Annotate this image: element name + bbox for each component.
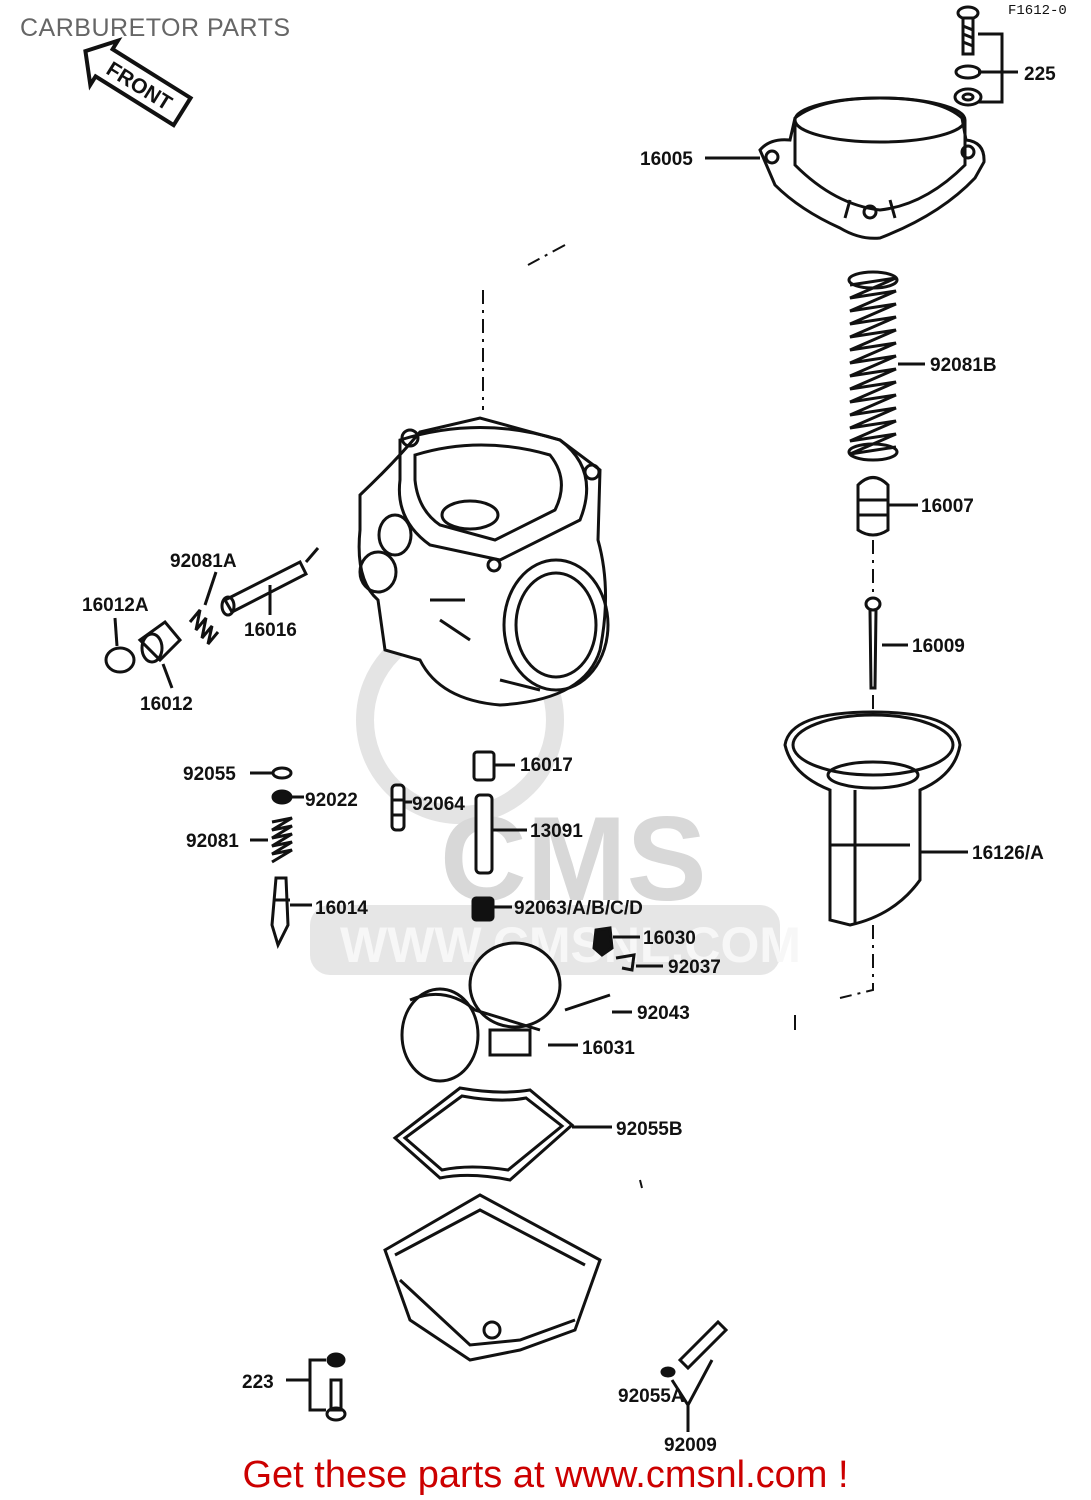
pilot-jet-icon	[390, 783, 406, 832]
top-cover-icon	[758, 96, 986, 240]
needle-jet-icon	[471, 750, 496, 922]
float-valve-icon	[592, 926, 614, 957]
carburetor-body-icon	[357, 416, 610, 707]
label-92064: 92064	[412, 794, 465, 815]
label-92043: 92043	[637, 1003, 690, 1024]
float-icon	[400, 941, 611, 1083]
label-92081: 92081	[186, 831, 239, 852]
label-92055: 92055	[183, 764, 236, 785]
label-92063: 92063/A/B/C/D	[514, 898, 643, 919]
label-16014: 16014	[315, 898, 368, 919]
label-16009: 16009	[912, 636, 965, 657]
label-92055b: 92055B	[616, 1119, 683, 1140]
label-16007: 16007	[921, 496, 974, 517]
label-16005: 16005	[640, 149, 693, 170]
page-title: CARBURETOR PARTS	[20, 14, 291, 42]
throttle-stop-screw-icon	[270, 876, 290, 950]
needle-holder-icon	[856, 476, 890, 537]
label-223: 223	[242, 1372, 274, 1393]
pilot-spring-icon	[188, 609, 220, 645]
label-92081b: 92081B	[930, 355, 997, 376]
bowl-screw-icon	[325, 1352, 347, 1422]
gasket-icon	[392, 1086, 575, 1182]
part-labels: 225 16005 92081B 16007 16009 16126/A 920…	[82, 64, 1056, 1456]
label-16030: 16030	[643, 928, 696, 949]
diaphragm-slide-icon	[783, 710, 962, 927]
watermark-url: WWW.CMSNL.COM	[340, 917, 801, 973]
figure-code: F1612-0	[1008, 3, 1067, 19]
label-16012: 16012	[140, 694, 193, 715]
oring-icon	[271, 766, 293, 780]
footer-link[interactable]: Get these parts at www.cmsnl.com !	[242, 1454, 849, 1496]
drain-screw-icon	[660, 1319, 729, 1378]
spring-icon	[847, 270, 899, 462]
washer-icon	[271, 789, 293, 805]
label-92009: 92009	[664, 1435, 717, 1456]
clip-icon	[615, 953, 636, 972]
label-16017: 16017	[520, 755, 573, 776]
idle-spring-icon	[271, 816, 293, 864]
label-92037: 92037	[668, 957, 721, 978]
label-92081a: 92081A	[170, 551, 237, 572]
label-16012a: 16012A	[82, 595, 149, 616]
screw-icon	[953, 5, 983, 107]
label-92022: 92022	[305, 790, 358, 811]
pilot-screw-icon	[220, 547, 320, 617]
front-arrow-icon: FRONT	[83, 37, 194, 128]
label-92055a: 92055A	[618, 1386, 685, 1407]
label-225: 225	[1024, 64, 1056, 85]
label-16031: 16031	[582, 1038, 635, 1059]
label-16126a: 16126/A	[972, 843, 1044, 864]
label-16016: 16016	[244, 620, 297, 641]
jet-needle-icon	[864, 596, 882, 690]
plug-icon	[137, 619, 183, 664]
cap-icon	[104, 646, 136, 674]
float-bowl-icon	[383, 1193, 602, 1362]
label-13091: 13091	[530, 821, 583, 842]
